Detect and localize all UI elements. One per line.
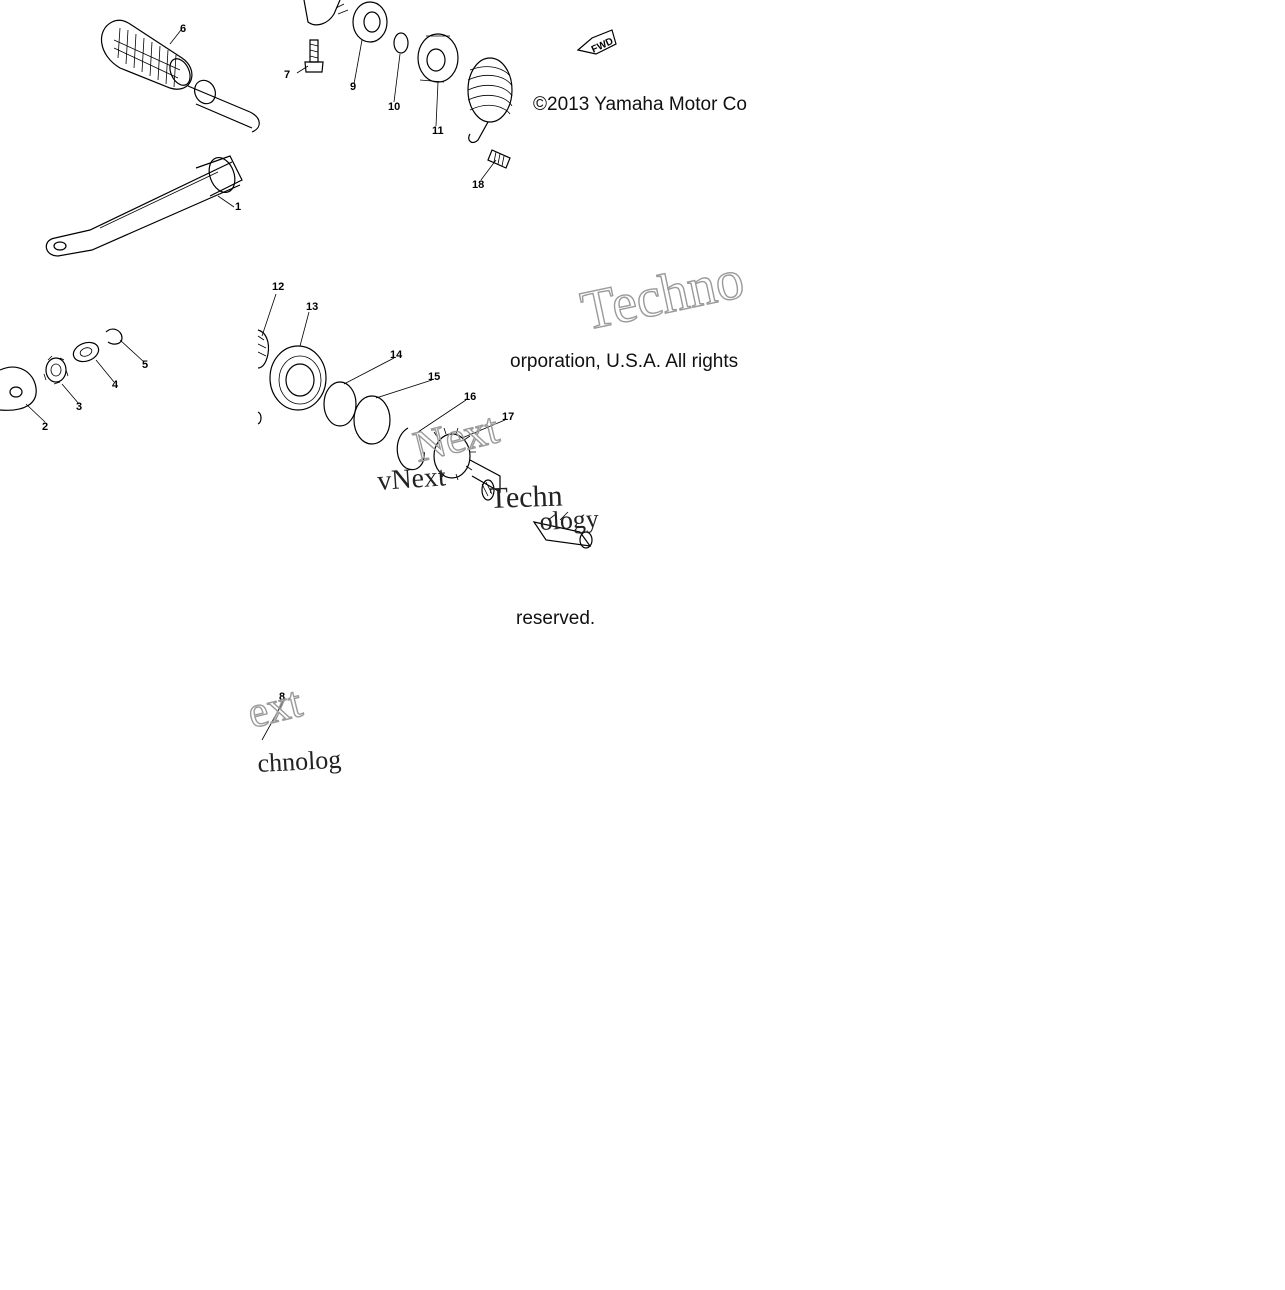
part-number: 1 [235,201,241,213]
watermark-text: vNext [376,461,447,497]
part-number: 3 [76,401,82,413]
boss-and-washers [0,328,123,411]
part-number-labels: 1 2 3 4 5 6 7 8 9 10 11 12 13 14 15 16 1… [42,23,514,703]
bolt [304,39,324,73]
leader-lines [25,29,506,741]
watermarks: Techno Next vNext Techn ology chnolog ex… [242,247,750,778]
part-number: 18 [472,179,484,191]
pedal-grip [100,19,193,90]
copyright-notice: ©2013 Yamaha Motor Co orporation, U.S.A.… [510,94,747,629]
kick-pedal-assembly [0,19,260,411]
blank-area [771,0,1285,1285]
kick-gear-assembly [257,329,593,549]
part-number: 8 [279,691,285,703]
part-number: 10 [388,101,400,113]
part-number: 13 [306,301,318,313]
part-number: 17 [502,411,514,423]
forward-direction-tag: FWD [576,29,617,56]
part-number: 16 [464,391,476,403]
part-number: 14 [390,349,403,361]
fwd-label: FWD [590,36,615,56]
watermark-text: ology [539,504,600,536]
part-number: 15 [428,371,440,383]
copyright-line-3: reserved. [516,608,595,629]
part-number: 7 [284,69,290,81]
watermark-text: Techno [576,248,749,343]
part-number: 9 [350,81,356,93]
copyright-line-1: ©2013 Yamaha Motor Co [533,94,747,115]
watermark-text: ext [243,677,307,738]
part-number: 4 [112,379,119,391]
part-number: 5 [142,359,148,371]
kick-crank [45,155,243,257]
part-number: 12 [272,281,284,293]
part-number: 6 [180,23,186,35]
part-number: 11 [432,125,444,137]
copyright-line-2: orporation, U.S.A. All rights [510,351,738,372]
torsion-spring [467,57,513,144]
kick-gear [433,427,501,501]
watermark-text: chnolog [257,745,342,778]
part-number: 2 [42,421,48,433]
watermark-text: Techn [489,479,563,515]
watermark-text: Next [409,403,504,471]
